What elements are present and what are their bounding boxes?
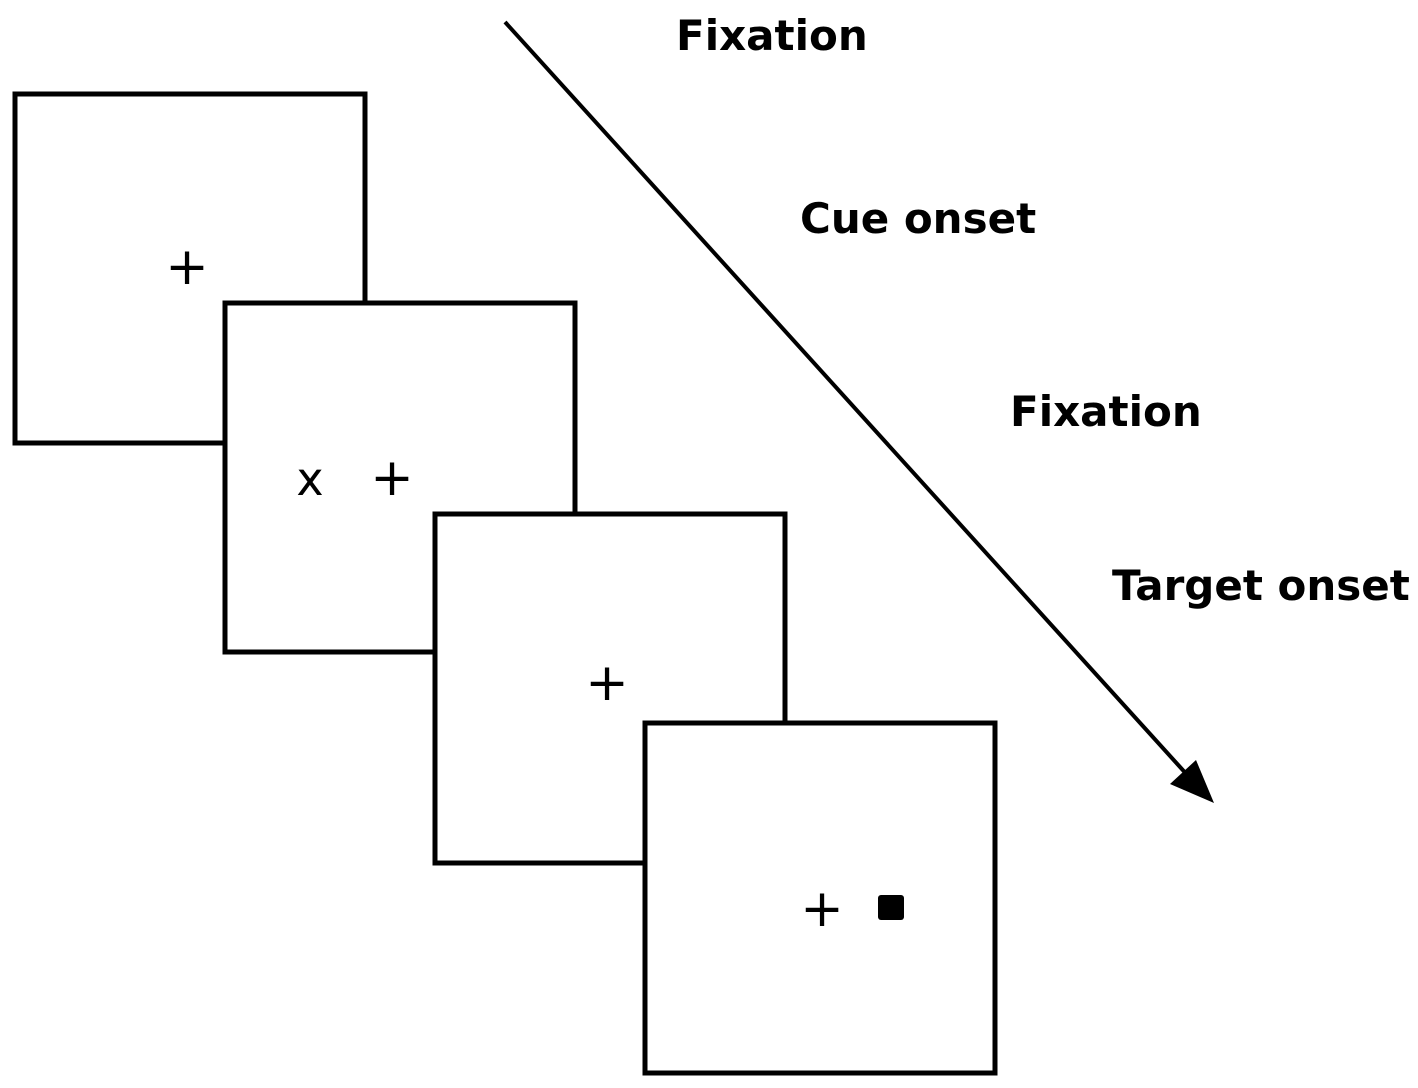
label-fixation-2: Fixation — [1010, 387, 1202, 436]
label-cue-onset: Cue onset — [800, 194, 1036, 243]
timeline-arrow-shaft — [503, 20, 1192, 780]
frame-2-cue-mark: x — [296, 452, 323, 506]
frame-1-fixation: + — [12, 91, 368, 446]
frame-4-target: + — [642, 720, 998, 1076]
frame-3-fixation-cross: + — [585, 653, 629, 713]
label-target-onset: Target onset — [1112, 561, 1410, 610]
label-fixation-1: Fixation — [676, 11, 868, 60]
filled-square-icon — [878, 895, 904, 920]
frame-4-fixation-cross: + — [800, 879, 844, 939]
frame-4-border — [642, 720, 998, 1076]
timeline-arrowhead — [1170, 760, 1214, 803]
arrow-down-right-icon — [503, 20, 1214, 803]
frame-2-fixation-cross: + — [370, 448, 414, 508]
frame-1-fixation-cross: + — [165, 237, 209, 297]
